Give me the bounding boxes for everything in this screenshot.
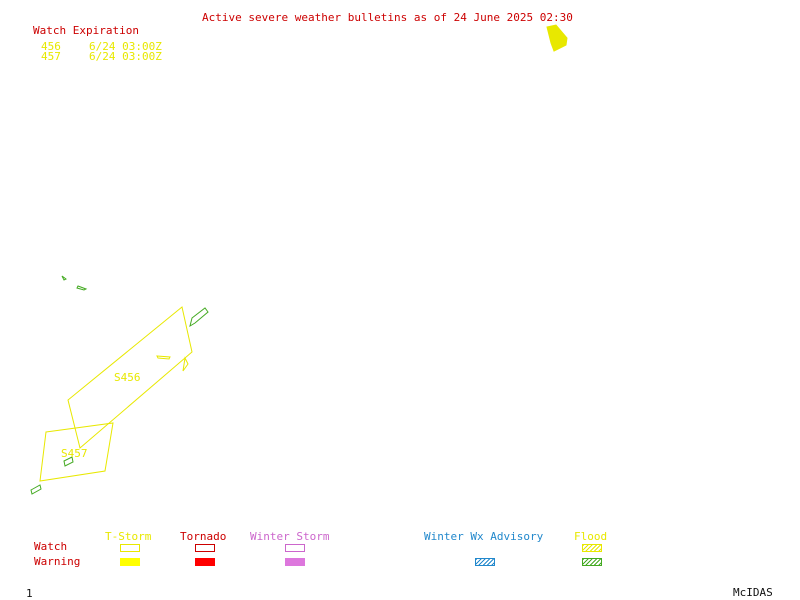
tstorm-warning-polygon	[546, 24, 568, 52]
legend-watch-row-label: Watch	[34, 540, 68, 553]
legend-tstorm-watch-swatch	[120, 544, 140, 552]
legend-tornado-label: Tornado	[180, 530, 227, 543]
legend-tstorm-label: T-Storm	[105, 530, 152, 543]
legend-winter-storm-watch-swatch	[285, 544, 305, 552]
watch-456-label: S456	[114, 371, 141, 384]
tstorm-warning-outline	[156, 355, 171, 360]
legend-tstorm-warning-swatch	[120, 558, 140, 566]
frame-number: 1	[26, 587, 33, 600]
bulletin-title: Active severe weather bulletins as of 24…	[202, 11, 573, 24]
software-label: McIDAS	[733, 586, 773, 599]
flood-warning-polygon	[189, 307, 209, 328]
flood-warning-polygon	[61, 275, 67, 281]
legend-flood-label: Flood	[574, 530, 608, 543]
legend-tornado-warning-swatch	[195, 558, 215, 566]
legend-flood-watch-swatch	[582, 544, 602, 552]
watch-457-outline	[39, 422, 114, 482]
watch-expiration-id: 456	[41, 40, 61, 53]
tstorm-warning-outline	[182, 356, 189, 372]
legend-winter-wx-advisory-swatch	[475, 558, 495, 566]
flood-warning-polygon	[76, 285, 88, 291]
legend-winter-storm-warning-swatch	[285, 558, 305, 566]
flood-warning-polygon	[63, 456, 74, 467]
watch-expiration-id: 457	[41, 50, 61, 63]
watch-expiration-heading: Watch Expiration	[33, 24, 139, 37]
watch-expiration-time: 6/24 03:00Z	[89, 40, 162, 53]
watch-457-label: S457	[61, 447, 88, 460]
legend-tornado-watch-swatch	[195, 544, 215, 552]
watch-456-outline	[67, 306, 193, 449]
watch-expiration-time: 6/24 03:00Z	[89, 50, 162, 63]
legend-winter-wx-advisory-label: Winter Wx Advisory	[424, 530, 544, 543]
legend-flood-warning-swatch	[582, 558, 602, 566]
legend-winter-storm-label: Winter Storm	[250, 530, 330, 543]
legend-warning-row-label: Warning	[34, 555, 81, 568]
flood-warning-polygon	[30, 484, 42, 495]
